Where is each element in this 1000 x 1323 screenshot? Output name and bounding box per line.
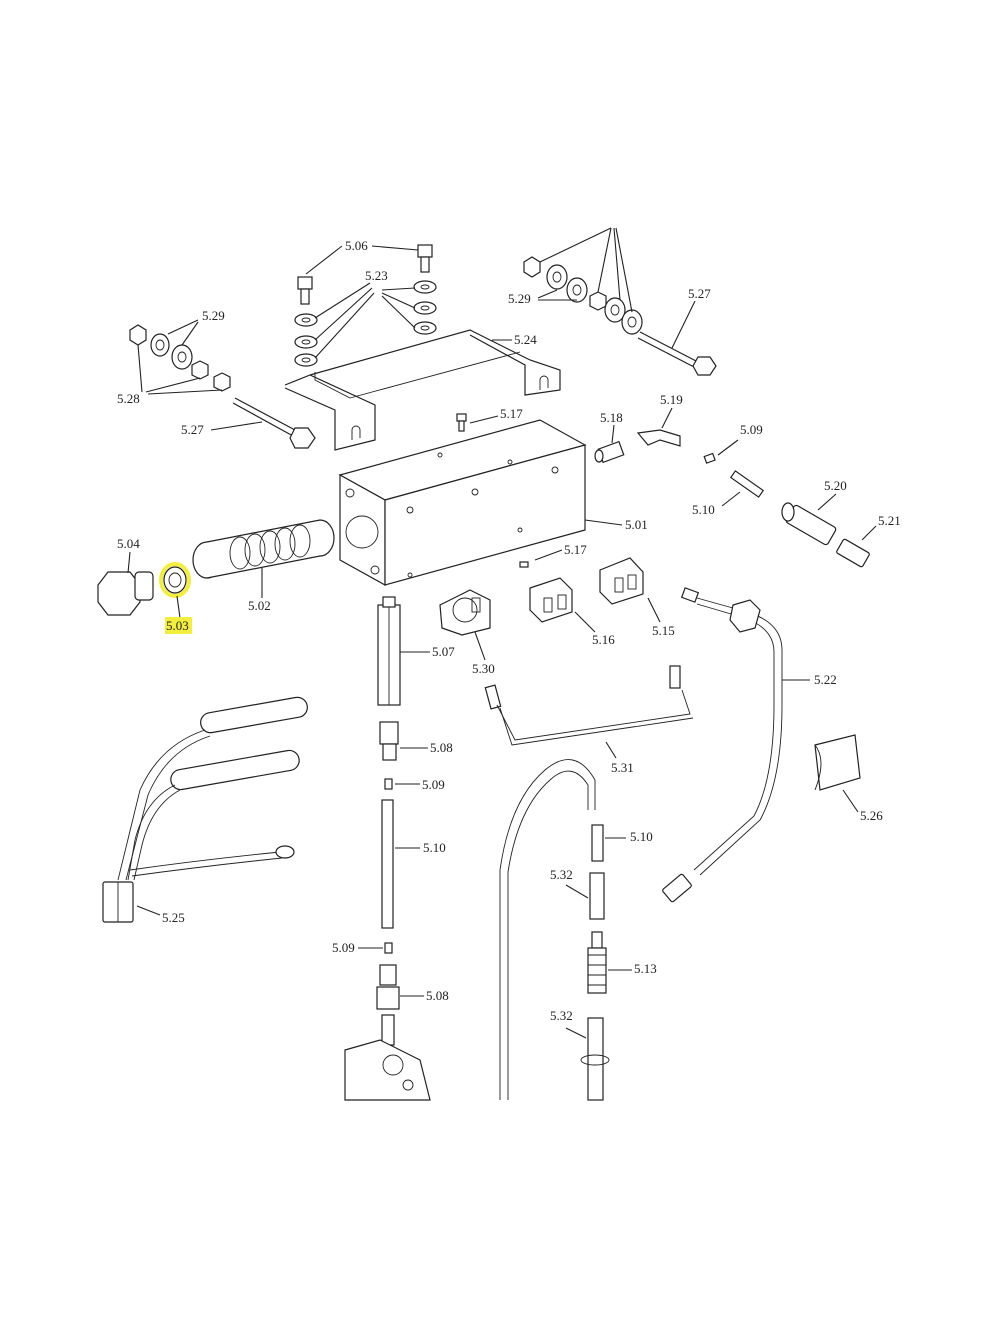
highlight-5-03 [165, 617, 192, 634]
switches [519, 557, 644, 623]
callout-5-32-upper: 5.32 [550, 867, 573, 882]
callout-5-01: 5.01 [625, 517, 648, 532]
callout-5-26: 5.26 [860, 808, 883, 823]
callout-5-17-lower: 5.17 [564, 542, 587, 557]
callout-5-20: 5.20 [824, 478, 847, 493]
callout-5-10-center: 5.10 [423, 840, 446, 855]
fittings-5-20-5-21 [781, 502, 870, 568]
callout-5-08-upper: 5.08 [430, 740, 453, 755]
callout-5-27-right: 5.27 [688, 286, 711, 301]
callout-5-02: 5.02 [248, 598, 271, 613]
clip-5-26 [814, 734, 861, 791]
callout-5-10-right: 5.10 [630, 829, 653, 844]
u-tube-and-right-stack [499, 759, 610, 1101]
wire-harness-5-25 [102, 696, 308, 923]
main-manifold-block [338, 419, 587, 587]
callout-5-15: 5.15 [652, 623, 675, 638]
callout-5-23: 5.23 [365, 268, 388, 283]
callout-5-18: 5.18 [600, 410, 623, 425]
callout-5-09-top: 5.09 [740, 422, 763, 437]
tube-5-22 [662, 587, 783, 903]
callout-5-28: 5.28 [117, 391, 140, 406]
callout-5-27-left: 5.27 [181, 422, 204, 437]
callout-5-09-lower: 5.09 [332, 940, 355, 955]
callout-5-21: 5.21 [878, 513, 901, 528]
mounting-bracket [284, 329, 561, 451]
callout-5-16: 5.16 [592, 632, 615, 647]
callout-5-09-center: 5.09 [422, 777, 445, 792]
callout-5-22: 5.22 [814, 672, 837, 687]
callout-5-08-lower: 5.08 [426, 988, 449, 1003]
callout-5-07: 5.07 [432, 644, 455, 659]
plug-5-04 [97, 571, 154, 616]
thermostat-5-30 [439, 589, 491, 636]
callout-5-13: 5.13 [634, 961, 657, 976]
callout-5-25: 5.25 [162, 910, 185, 925]
leader-lines [127, 227, 877, 1039]
callout-5-24: 5.24 [514, 332, 537, 347]
small-fittings-top-right [456, 413, 765, 498]
callout-5-30: 5.30 [472, 661, 495, 676]
spring-5-02 [192, 519, 335, 579]
callout-5-32-lower: 5.32 [550, 1008, 573, 1023]
left-bolt-assembly [129, 324, 316, 449]
vertical-stack-center [344, 596, 431, 1101]
callout-5-29-left: 5.29 [202, 308, 225, 323]
gasket-5-03-highlighted [159, 562, 191, 598]
right-bolt-assembly [523, 256, 717, 376]
callout-5-29-right: 5.29 [508, 291, 531, 306]
callout-labels: 5.06 5.23 5.29 5.27 5.29 5.28 5.27 5.24 … [117, 238, 901, 1023]
top-screws-washers [294, 244, 437, 367]
callout-5-06: 5.06 [345, 238, 368, 253]
wire-5-31 [484, 665, 694, 746]
callout-5-17-top: 5.17 [500, 406, 523, 421]
callout-5-03: 5.03 [166, 618, 189, 633]
callout-5-31: 5.31 [611, 760, 634, 775]
callout-5-19: 5.19 [660, 392, 683, 407]
callout-5-10-top: 5.10 [692, 502, 715, 517]
callout-5-04: 5.04 [117, 536, 140, 551]
